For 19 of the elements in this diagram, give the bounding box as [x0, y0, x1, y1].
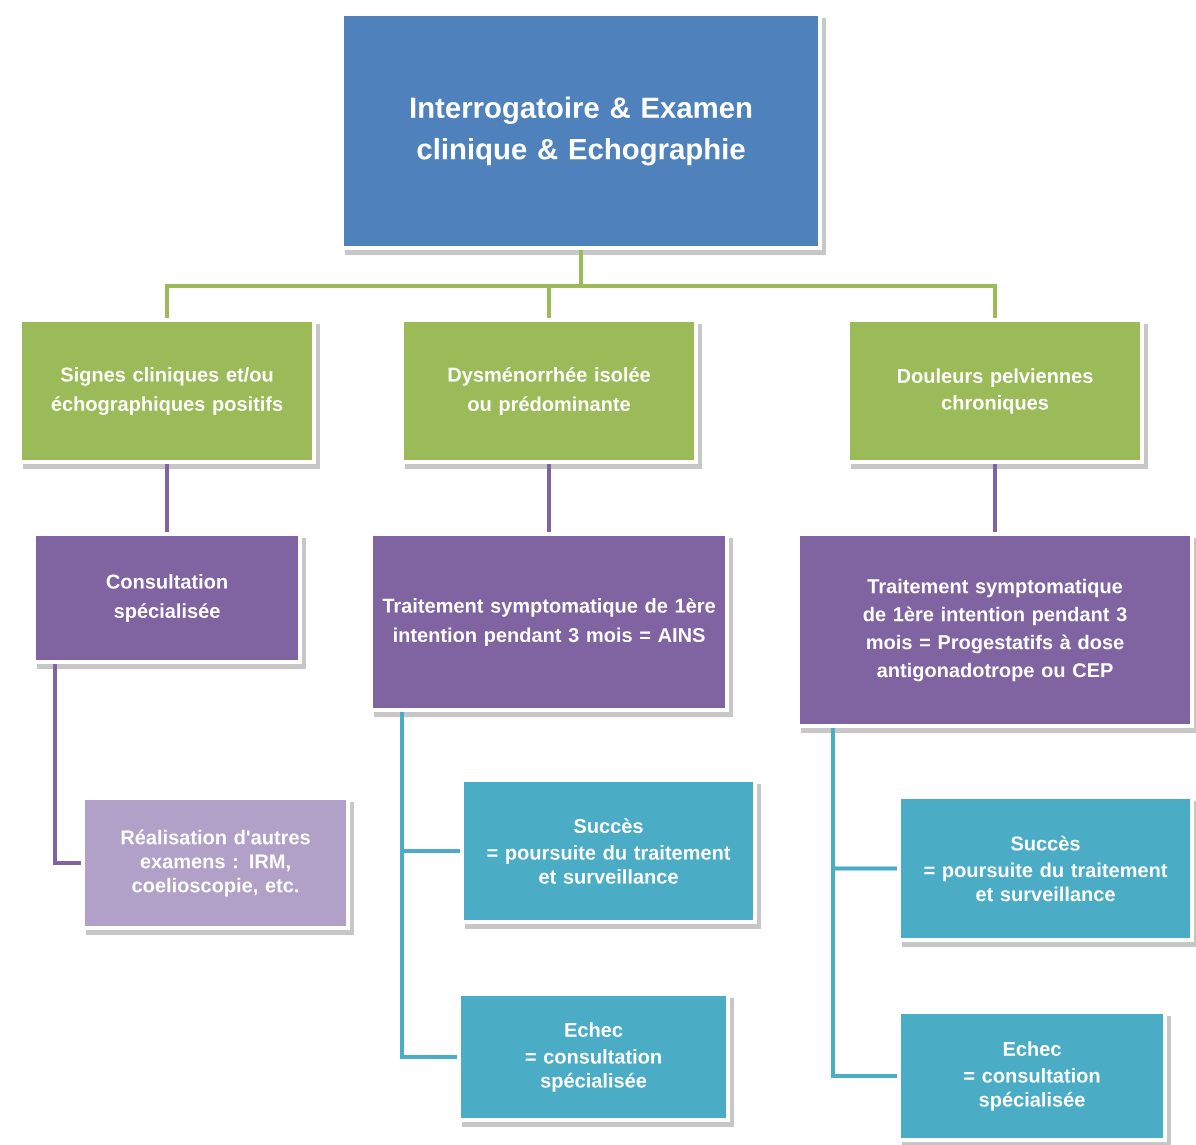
outcome-box: Echec = consultation spécialisée [897, 1010, 1171, 1145]
category-box: Signes cliniques et/ou échographiques positifs [18, 318, 320, 469]
step-box: Traitement symptomatique de 1ère intention pendant 3 mois = Progestatifs à dose antigonadotrope ou CEP [796, 532, 1196, 733]
outcome-box: Succès = poursuite du traitement et surveillance [460, 778, 761, 929]
connector [400, 712, 457, 1059]
category-box: Dysménorrhée isolée ou prédominante [400, 318, 702, 469]
category-box: Douleurs pelviennes chroniques [846, 318, 1148, 469]
connector [547, 464, 551, 532]
connector [579, 250, 997, 318]
connector [165, 464, 169, 532]
connector [53, 664, 81, 865]
step-box: Traitement symptomatique de 1ère intention pendant 3 mois = AINS [369, 532, 733, 717]
step-box: Réalisation d'autres examens : IRM, coelioscopie, etc. [81, 796, 354, 935]
connector [993, 464, 997, 532]
outcome-box: Echec = consultation spécialisée [457, 992, 734, 1127]
connector [831, 728, 897, 1078]
outcome-box: Succès = poursuite du traitement et surveillance [897, 795, 1196, 947]
step-box: Consultation spécialisée [32, 532, 306, 669]
title-box: Interrogatoire & Examen clinique & Echographie [340, 12, 826, 255]
